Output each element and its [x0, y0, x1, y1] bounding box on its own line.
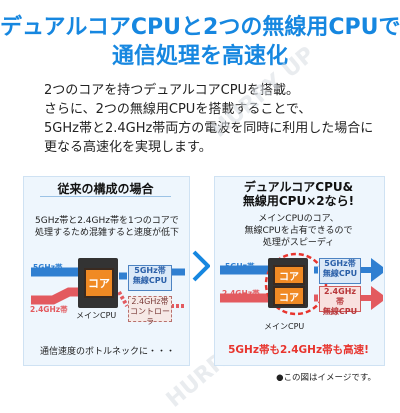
output-24ghz: [117, 291, 129, 307]
controller-24ghz-line1: 2.4GHz帯: [131, 297, 169, 306]
wireless-cpu-5ghz-line2: 無線CPU: [132, 276, 168, 285]
main-cpu-label: メインCPU: [76, 311, 117, 320]
band-5ghz-label: 5GHz帯: [33, 263, 63, 272]
wireless-cpu-24ghz-line2: 無線CPU: [322, 307, 358, 316]
improved-text-line-2: 無線CPUを占有できるので: [244, 226, 353, 236]
highlight-circle: [264, 252, 328, 316]
exit-5ghz-arrow: [360, 258, 383, 282]
improved-bottom-note: 5GHz帯も2.4GHz帯も高速!: [228, 344, 369, 356]
improved-flow-diagram: [220, 252, 383, 316]
wireless-cpu-5ghz-line1: 5GHz帯: [324, 259, 356, 268]
wireless-cpu-5ghz: 5GHz帯 無線CPU: [319, 258, 361, 284]
footnote: ●この図はイメージです。: [276, 373, 376, 383]
title-line-1: デュアルコアCPUと2つの無線用CPUで: [0, 15, 400, 40]
band-5ghz-label: 5GHz帯: [225, 262, 255, 271]
right-chevron-arrow-icon: [192, 250, 210, 282]
wireless-cpu-24ghz-line1: 2.4GHz帯: [323, 287, 357, 306]
divider: [40, 196, 171, 197]
core-2-box: コア: [273, 286, 305, 306]
core-box: コア: [84, 268, 114, 298]
main-cpu-label: メインCPU: [264, 322, 305, 331]
improved-panel-title-line-2: 無線用CPU×2なら!: [242, 194, 355, 208]
band-24ghz-label: 2.4GHz帯: [30, 305, 68, 314]
improved-panel-title-line-1: デュアルコアCPU&: [243, 180, 354, 194]
controller-24ghz: 2.4GHz帯 コントローラ: [128, 296, 172, 326]
description-line-4: 更なる高速化を実現します。: [44, 140, 212, 155]
legacy-panel-title: 従来の構成の場合: [57, 182, 154, 196]
controller-24ghz-line2: コントローラ: [130, 307, 170, 326]
description-line-1: 2つのコアを持つデュアルコアCPUを搭載。: [44, 83, 300, 98]
wireless-cpu-5ghz-line1: 5GHz帯: [134, 266, 166, 275]
legacy-text-line-2: 処理するため混雑すると速度が低下: [35, 228, 180, 238]
exit-24ghz-arrow: [360, 286, 383, 310]
legacy-bottom-note: 通信速度のボトルネックに・・・: [40, 347, 176, 357]
core-1-box: コア: [273, 265, 305, 285]
description-line-2: さらに、2つの無線用CPUを搭載することで、: [44, 102, 312, 117]
improved-text-line-1: メインCPUのコア、: [258, 214, 339, 224]
title-line-2: 通信処理を高速化: [111, 44, 288, 69]
band-24ghz-arrow: [31, 287, 85, 305]
description-line-3: 5GHz帯と2.4GHz帯両方の電波を同時に利用した場合に: [44, 121, 374, 136]
legacy-flow-diagram: [31, 267, 185, 308]
wireless-cpu-24ghz: 2.4GHz帯 無線CPU: [319, 286, 361, 316]
legacy-text-line-1: 5GHz帯と2.4GHz帯を1つのコアで: [35, 216, 179, 226]
wireless-cpu-5ghz-line2: 無線CPU: [322, 269, 358, 278]
wireless-cpu-5ghz: 5GHz帯 無線CPU: [128, 265, 172, 291]
band-24ghz-label: 2.4GHz帯: [222, 289, 260, 298]
improved-text-line-3: 処理がスピーディ: [262, 238, 335, 248]
